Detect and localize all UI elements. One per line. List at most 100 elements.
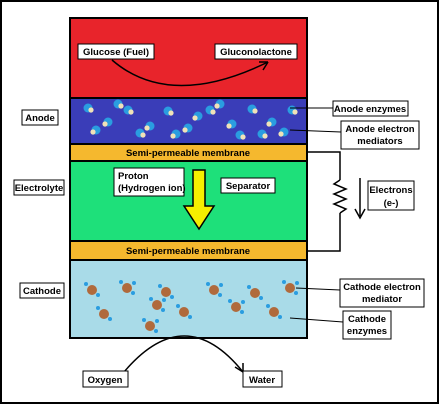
cathode-molecule-dot — [209, 285, 219, 295]
cathode-molecule-dot — [285, 283, 295, 293]
anode-mediator-dot — [90, 129, 96, 135]
cathode-enzymes-pointer — [289, 317, 344, 323]
cathode-mediator-pointer — [295, 287, 341, 291]
cathode-enzymes-label-line1: Cathode — [348, 314, 386, 325]
cathode-enzyme-dot — [149, 297, 153, 301]
circuit-wire-top — [307, 151, 341, 180]
proton-down-arrow — [182, 169, 216, 231]
membrane-bottom-label: Semi-permeable membrane — [126, 246, 250, 257]
anode-mediators-pointer — [289, 129, 342, 133]
proton-label-line1: Proton — [118, 171, 149, 182]
cathode-label: Cathode — [23, 286, 61, 297]
cathode-enzyme-dot — [188, 315, 192, 319]
separator-label: Separator — [226, 181, 271, 192]
cathode-molecule-dot — [161, 287, 171, 297]
cathode-enzyme-dot — [278, 315, 282, 319]
anode-mediators-label-box — [340, 120, 420, 150]
circuit-wire-bottom — [307, 213, 341, 252]
electrolyte-label-box — [13, 179, 65, 196]
anode-mediator-dot — [210, 109, 216, 115]
anode-mediators-label-line1: Anode electron — [345, 124, 414, 135]
cathode-enzyme-dot — [154, 329, 158, 333]
anode-enzymes-label-box — [332, 100, 409, 117]
cathode-enzymes-label-box — [342, 310, 392, 340]
anode-mediators-label-line2: mediators — [357, 136, 402, 147]
cathode-molecule-dot — [179, 307, 189, 317]
cathode-enzyme-dot — [241, 300, 245, 304]
cathode-mediator-label-line2: mediator — [362, 294, 402, 305]
anode-mediator-dot — [214, 103, 220, 109]
cathode-molecule-dot — [99, 309, 109, 319]
anode-mediator-dot — [192, 115, 198, 121]
cathode-molecule-dot — [122, 283, 132, 293]
electrons-label-line1: Electrons — [369, 185, 412, 196]
electrons-label-line2: (e-) — [384, 198, 399, 209]
cathode-label-box — [19, 282, 65, 299]
anode-mediator-dot — [102, 121, 108, 127]
external-circuit — [307, 151, 366, 252]
cathode-enzyme-dot — [119, 280, 123, 284]
anode-mediator-dot — [252, 108, 258, 114]
cathode-enzyme-dot — [282, 280, 286, 284]
electrons-label-box — [367, 180, 415, 211]
anode-label: Anode — [25, 113, 55, 124]
anode-mediator-dot — [182, 127, 188, 133]
gluconolactone-label: Gluconolactone — [220, 47, 292, 58]
cathode-enzyme-dot — [108, 317, 112, 321]
cathode-mediator-label-box — [339, 278, 425, 308]
water-label-box — [242, 370, 283, 388]
cathode-enzyme-dot — [161, 308, 165, 312]
anode-mediator-dot — [262, 133, 268, 139]
resistor-icon — [332, 179, 348, 214]
cathode-enzyme-dot — [266, 304, 270, 308]
proton-label-box — [113, 167, 185, 197]
cathode-enzymes-and-mediators — [84, 280, 299, 333]
cathode-layer — [69, 259, 308, 339]
anode-enzymes-and-mediators — [83, 99, 298, 140]
anode-mediator-dot — [278, 131, 284, 137]
cathode-enzyme-dot — [219, 283, 223, 287]
anode-mediator-dot — [118, 103, 124, 109]
cathode-enzyme-dot — [155, 319, 159, 323]
cathode-enzyme-dot — [294, 291, 298, 295]
cathode-enzyme-dot — [132, 281, 136, 285]
anode-label-box — [21, 109, 59, 126]
anode-mediator-dot — [140, 132, 146, 138]
cathode-enzyme-dot — [162, 298, 166, 302]
oxygen-label-box — [82, 370, 129, 388]
cathode-enzyme-dot — [84, 282, 88, 286]
oxygen-label: Oxygen — [88, 375, 123, 386]
anode-mediator-dot — [292, 109, 298, 115]
electrolyte-layer — [69, 160, 308, 242]
proton-label-line2: (Hydrogen ion) — [118, 183, 186, 194]
electrolyte-label: Electrolyte — [15, 183, 64, 194]
anode-mediator-dot — [226, 123, 232, 129]
cathode-enzyme-dot — [218, 293, 222, 297]
cathode-molecule-dot — [145, 321, 155, 331]
cathode-enzyme-dot — [96, 293, 100, 297]
cathode-enzyme-dot — [247, 285, 251, 289]
anode-mediator-dot — [168, 110, 174, 116]
cathode-reaction-arrow — [123, 335, 244, 373]
anode-mediator-dot — [266, 121, 272, 127]
cathode-enzyme-dot — [158, 284, 162, 288]
anode-reaction-arrow — [111, 59, 269, 87]
cathode-molecule-dot — [250, 288, 260, 298]
separator-label-box — [220, 177, 276, 194]
gluconolactone-label-box — [214, 43, 298, 60]
electron-flow-arrowhead — [354, 208, 366, 220]
cathode-enzymes-label-line2: enzymes — [347, 326, 387, 337]
anode-reaction-arrowhead — [259, 61, 269, 71]
cathode-enzyme-dot — [295, 281, 299, 285]
cathode-enzyme-dot — [176, 304, 180, 308]
glucose-label-box — [77, 43, 155, 60]
membrane-top-label: Semi-permeable membrane — [126, 148, 250, 159]
anode-mediator-dot — [144, 125, 150, 131]
cathode-enzyme-dot — [96, 306, 100, 310]
anode-enzymes-label: Anode enzymes — [334, 104, 406, 115]
anode-mediator-dot — [170, 133, 176, 139]
water-label: Water — [249, 375, 275, 386]
